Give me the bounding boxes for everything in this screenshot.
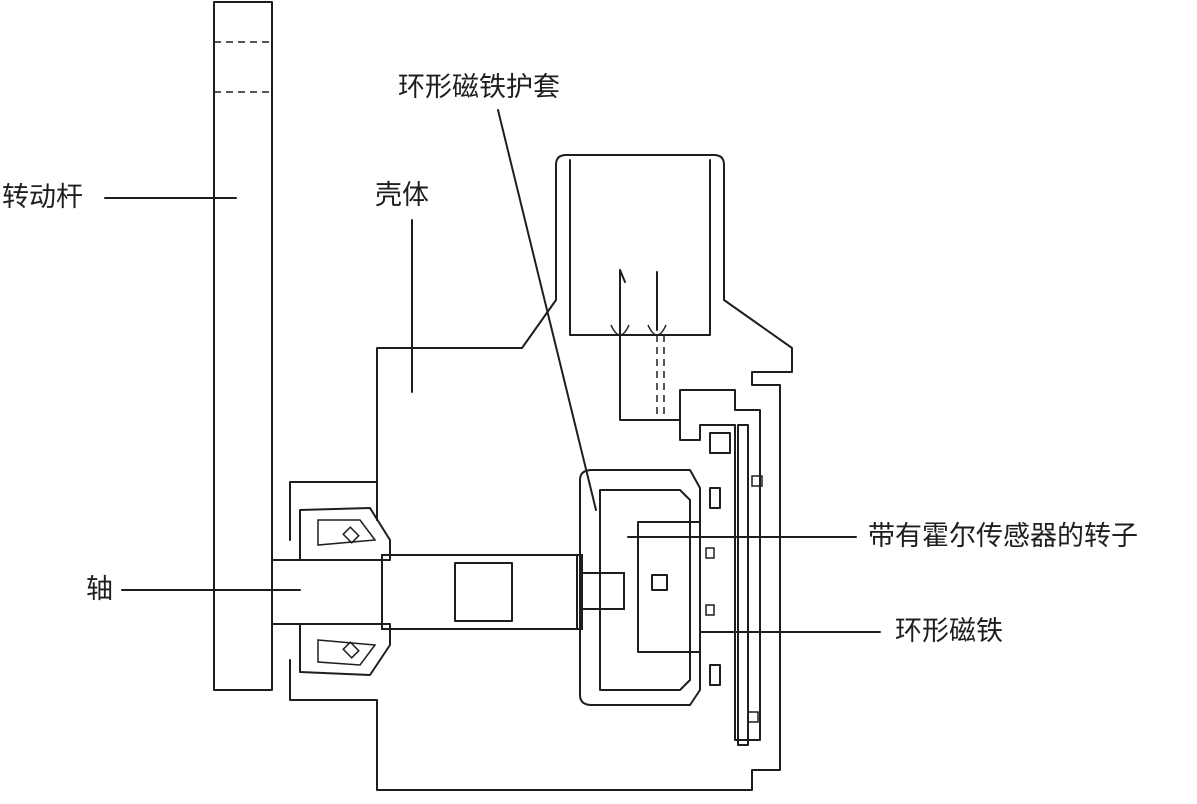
lever-part (213, 1, 273, 691)
housing-part (289, 154, 793, 791)
leader-lines (104, 109, 881, 633)
shaft-part (271, 554, 625, 630)
label-rotor-hall: 带有霍尔传感器的转子 (868, 521, 1138, 552)
board-part (679, 389, 763, 746)
seal-part (299, 507, 391, 676)
leader-magnet-cover (497, 109, 597, 511)
label-lever: 转动杆 (2, 182, 83, 213)
rotor-part (579, 469, 721, 706)
label-ring-magnet: 环形磁铁 (895, 616, 1003, 647)
label-housing: 壳体 (375, 180, 429, 211)
label-shaft: 轴 (86, 574, 113, 605)
label-magnet-cover: 环形磁铁护套 (398, 72, 560, 103)
